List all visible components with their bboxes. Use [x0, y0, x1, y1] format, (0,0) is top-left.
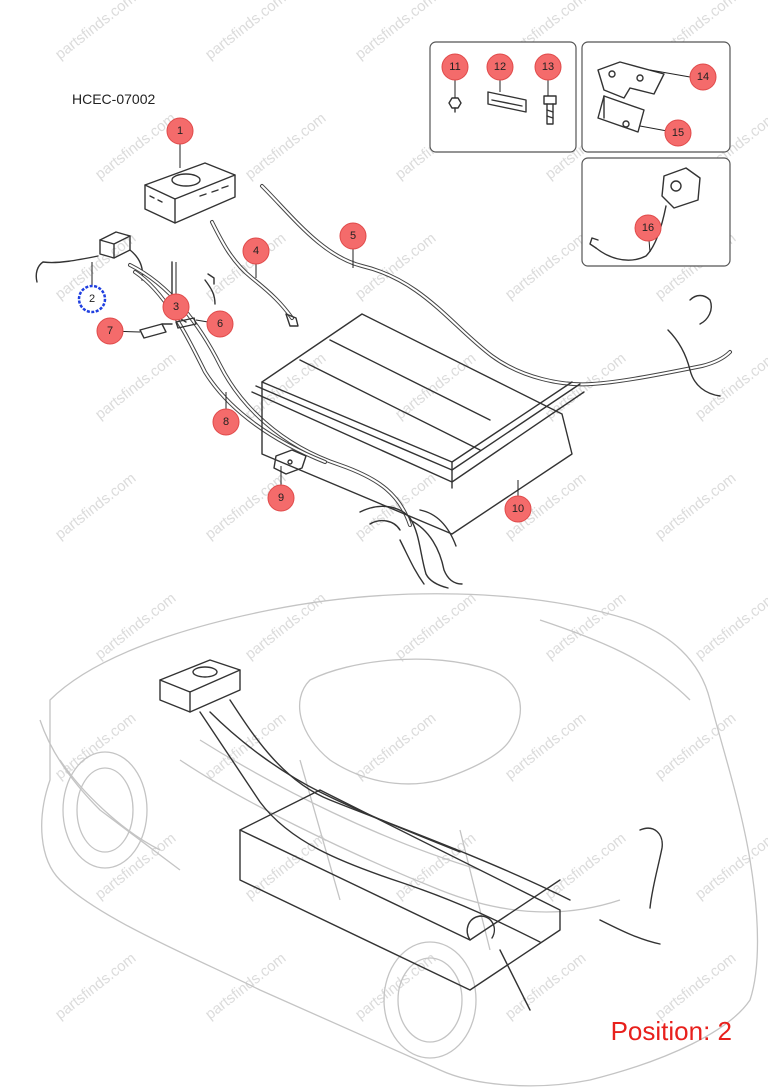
- callout-label: 8: [223, 416, 229, 428]
- callout-12[interactable]: 12: [486, 53, 514, 81]
- callout-circle[interactable]: [162, 293, 190, 321]
- watermark: partsfinds.com: [242, 590, 329, 663]
- inset-charge-port: [581, 157, 731, 267]
- watermark: partsfinds.com: [202, 0, 289, 63]
- watermark: partsfinds.com: [92, 590, 179, 663]
- callout-circle[interactable]: [504, 495, 532, 523]
- watermark: partsfinds.com: [542, 590, 629, 663]
- callout-7[interactable]: 7: [96, 317, 124, 345]
- callout-label: 1: [177, 125, 183, 137]
- watermark: partsfinds.com: [202, 230, 289, 303]
- watermark: partsfinds.com: [52, 470, 139, 543]
- exploded-components: [35, 162, 732, 589]
- callout-circle[interactable]: [634, 214, 662, 242]
- callout-9[interactable]: 9: [267, 484, 295, 512]
- callout-13[interactable]: 13: [534, 53, 562, 81]
- watermark: partsfinds.com: [92, 350, 179, 423]
- callout-label: 14: [697, 71, 709, 83]
- callout-circle[interactable]: [166, 117, 194, 145]
- callout-3[interactable]: 3: [162, 293, 190, 321]
- callout-circle[interactable]: [689, 63, 717, 91]
- callout-label: 5: [350, 230, 356, 242]
- callout-label: 3: [173, 301, 179, 313]
- callout-circle[interactable]: [339, 222, 367, 250]
- watermark: partsfinds.com: [52, 0, 139, 63]
- watermark: partsfinds.com: [502, 230, 589, 303]
- watermark: partsfinds.com: [652, 950, 739, 1023]
- watermark: partsfinds.com: [92, 830, 179, 903]
- diagram-code: HCEC-07002: [72, 91, 156, 107]
- watermark: partsfinds.com: [352, 0, 439, 63]
- callout-label: 11: [449, 61, 460, 73]
- callout-4[interactable]: 4: [242, 237, 270, 265]
- callout-label: 12: [494, 61, 506, 73]
- callout-circle[interactable]: [77, 284, 107, 314]
- vehicle-outline: [39, 593, 759, 1087]
- position-label: Position: 2: [610, 1016, 732, 1046]
- callout-label: 15: [672, 127, 684, 139]
- watermark: partsfinds.com: [652, 470, 739, 543]
- watermark: partsfinds.com: [392, 590, 479, 663]
- callout-11[interactable]: 11: [441, 53, 469, 81]
- callout-label: 16: [642, 222, 654, 234]
- callout-circle[interactable]: [96, 317, 124, 345]
- callout-circle[interactable]: [242, 237, 270, 265]
- callout-circle[interactable]: [267, 484, 295, 512]
- callout-label: 2: [89, 293, 95, 305]
- callout-14[interactable]: 14: [689, 63, 717, 91]
- inset-bracket: [581, 41, 731, 153]
- callout-circle[interactable]: [486, 53, 514, 81]
- callout-1[interactable]: 1: [166, 117, 194, 145]
- watermark: partsfinds.com: [52, 950, 139, 1023]
- watermark: partsfinds.com: [692, 830, 768, 903]
- callout-label: 4: [253, 245, 259, 257]
- callout-circle[interactable]: [212, 408, 240, 436]
- watermark: partsfinds.com: [692, 350, 768, 423]
- watermark: partsfinds.com: [52, 710, 139, 783]
- callout-label: 9: [278, 492, 284, 504]
- watermark: partsfinds.com: [242, 110, 329, 183]
- callout-circle[interactable]: [206, 310, 234, 338]
- callout-circle[interactable]: [534, 53, 562, 81]
- callout-10[interactable]: 10: [504, 495, 532, 523]
- callout-label: 6: [217, 318, 223, 330]
- callout-16[interactable]: 16: [634, 214, 662, 242]
- callout-15[interactable]: 15: [664, 119, 692, 147]
- watermark: partsfinds.com: [692, 590, 768, 663]
- watermark: partsfinds.com: [352, 710, 439, 783]
- callout-8[interactable]: 8: [212, 408, 240, 436]
- watermark: partsfinds.com: [92, 110, 179, 183]
- callout-label: 13: [542, 61, 554, 73]
- callout-label: 7: [107, 325, 113, 337]
- callout-5[interactable]: 5: [339, 222, 367, 250]
- watermark: partsfinds.com: [202, 710, 289, 783]
- callout-label: 10: [512, 503, 524, 515]
- watermark-layer: partsfinds.com partsfinds.com partsfinds.c…: [52, 0, 768, 1023]
- callout-6[interactable]: 6: [206, 310, 234, 338]
- watermark: partsfinds.com: [202, 950, 289, 1023]
- watermark: partsfinds.com: [502, 710, 589, 783]
- callout-circle[interactable]: [664, 119, 692, 147]
- callout-2[interactable]: 2: [77, 284, 107, 314]
- watermark: partsfinds.com: [652, 710, 739, 783]
- callout-circle[interactable]: [441, 53, 469, 81]
